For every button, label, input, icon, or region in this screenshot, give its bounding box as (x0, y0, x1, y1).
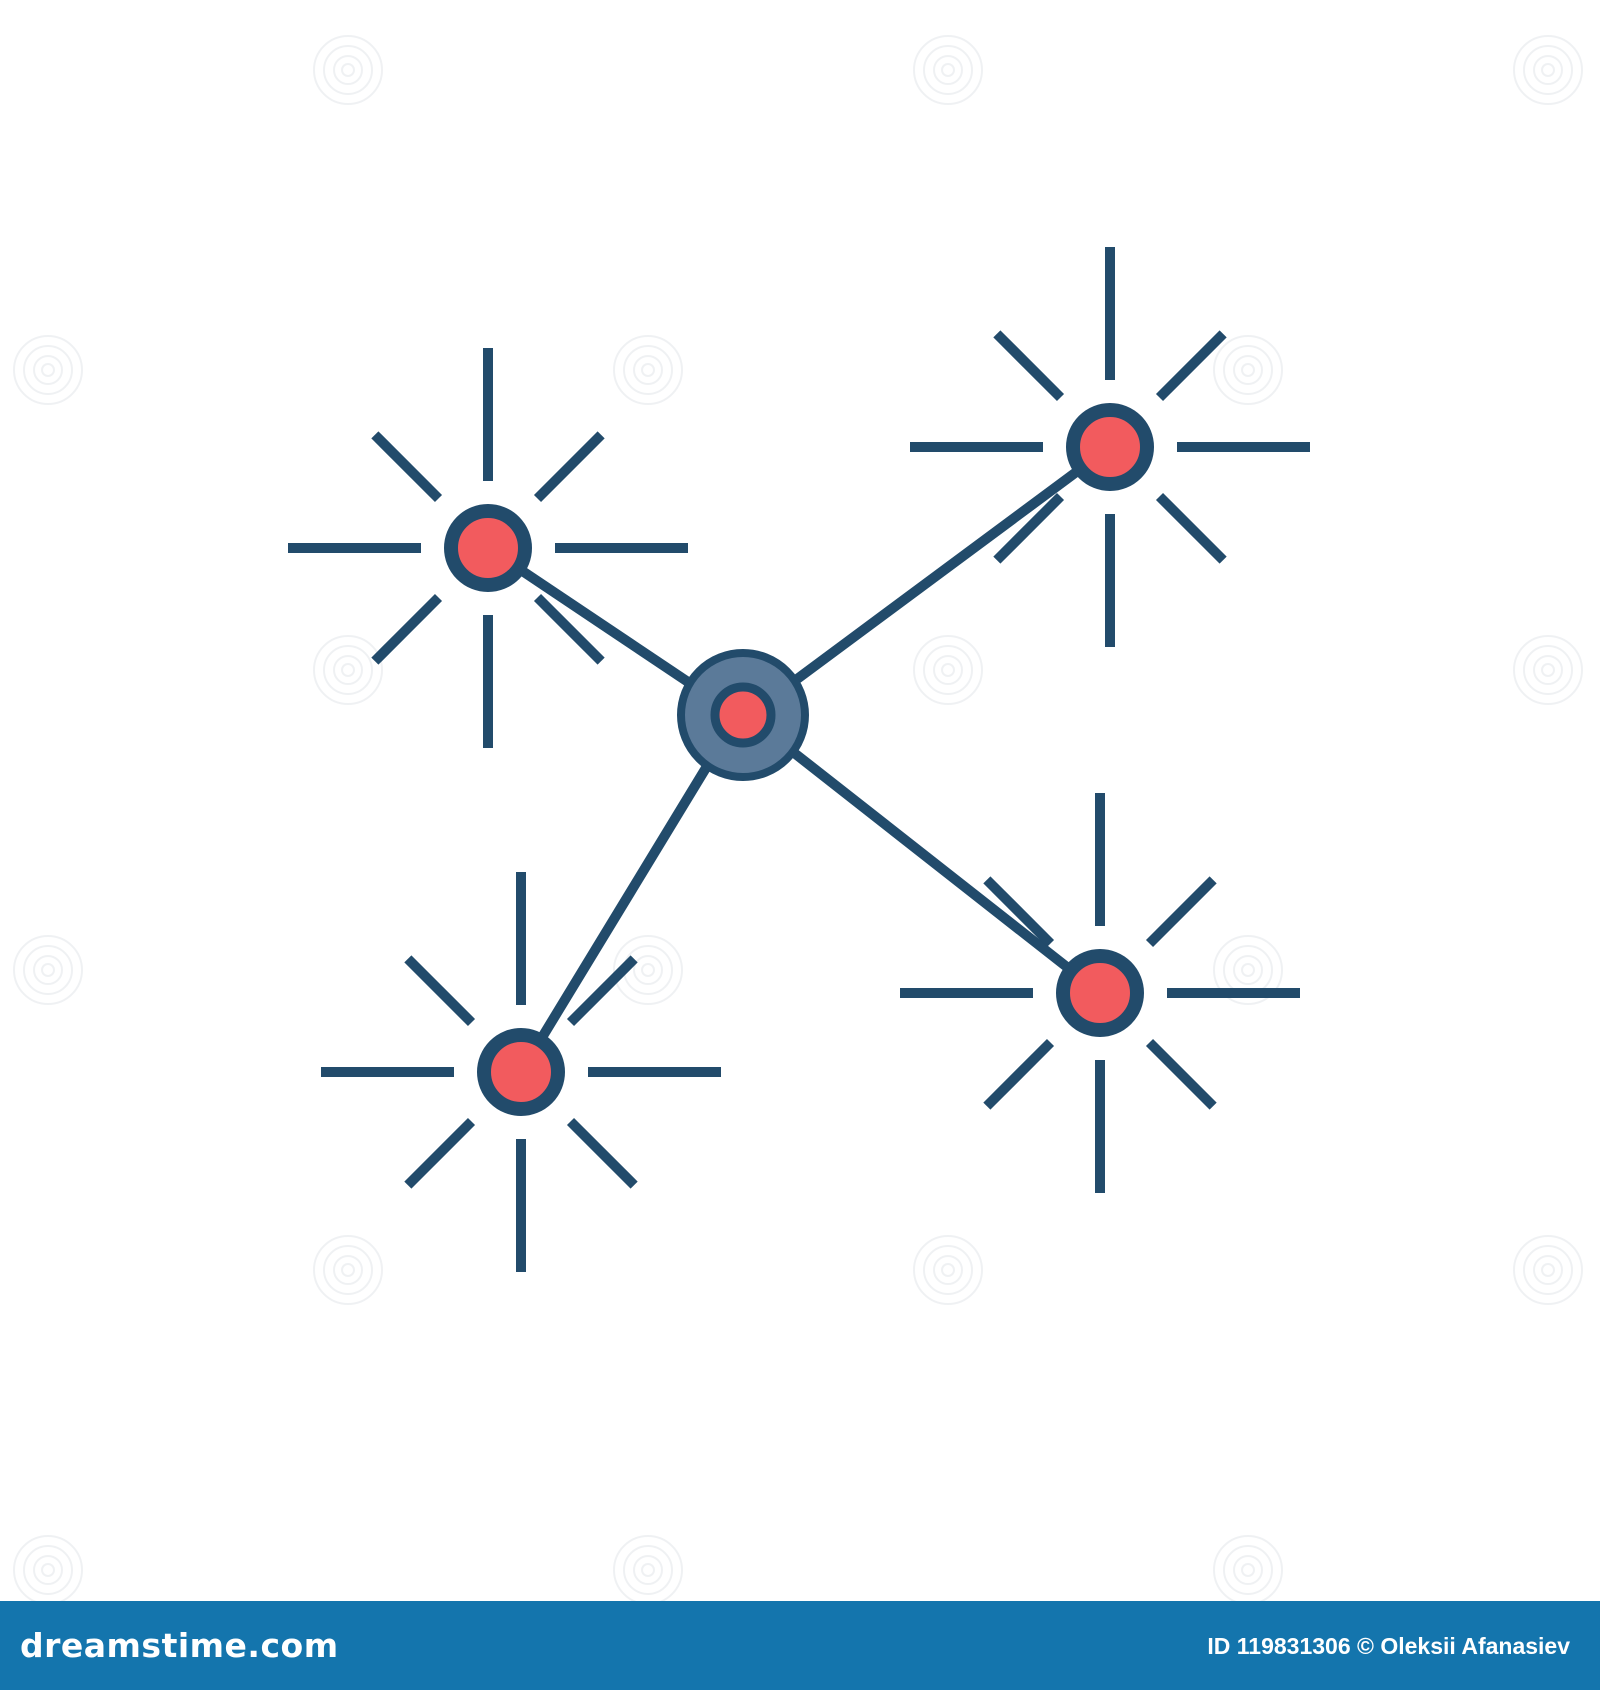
spark-ray (404, 955, 476, 1027)
spark-ray (983, 1038, 1055, 1110)
footer-bar (0, 1601, 1600, 1690)
spark-ray (1145, 1038, 1217, 1110)
spiral-watermark-icon (313, 1235, 383, 1305)
spiral-watermark-icon (13, 935, 83, 1005)
spiral-watermark-icon (1513, 635, 1583, 705)
spiral-watermark-icon (1213, 335, 1283, 405)
spiral-watermark-icon (613, 335, 683, 405)
spark-ray (983, 876, 1055, 948)
spiral-watermark-icon (913, 35, 983, 105)
spark-ray (566, 1117, 638, 1189)
spark-node-top-right (910, 247, 1310, 647)
spiral-watermark-icon (613, 1535, 683, 1605)
spark-node-bottom-left (321, 872, 721, 1272)
spiral-watermark-icon (913, 635, 983, 705)
node-circle (1066, 403, 1154, 491)
spark-ray (993, 330, 1065, 402)
spiral-watermark-icon (1513, 1235, 1583, 1305)
spiral-watermark-icon (13, 335, 83, 405)
spark-node-top-left (288, 348, 688, 748)
image-credit-label: ID 119831306 © Oleksii Afanasiev (1207, 1633, 1570, 1659)
node-circle (477, 1028, 565, 1116)
spiral-watermark-icon (913, 1235, 983, 1305)
spark-ray (566, 955, 638, 1027)
node-circle (444, 504, 532, 592)
spark-ray (1145, 876, 1217, 948)
connector-line (789, 748, 1104, 997)
spiral-watermark-icon (1513, 35, 1583, 105)
connector-line (516, 755, 717, 1075)
spiral-watermark-icon (313, 35, 383, 105)
spark-ray (371, 431, 443, 503)
spark-ray (371, 593, 443, 665)
spiral-watermark-icon (313, 635, 383, 705)
spark-ray (1155, 330, 1227, 402)
hub-node (677, 649, 809, 781)
spark-ray (404, 1117, 476, 1189)
spiral-watermark-icon (1213, 1535, 1283, 1605)
brand-logo: dreamstime.com (20, 1626, 339, 1665)
network-nodes-icon (288, 247, 1310, 1272)
watermark-layer (13, 35, 1583, 1605)
connector-line (782, 442, 1113, 693)
node-circle (1056, 949, 1144, 1037)
spark-ray (1155, 492, 1227, 564)
spark-ray (533, 431, 605, 503)
spiral-watermark-icon (13, 1535, 83, 1605)
spark-ray (533, 593, 605, 665)
spark-node-bottom-right (900, 793, 1300, 1193)
spark-ray (993, 492, 1065, 564)
